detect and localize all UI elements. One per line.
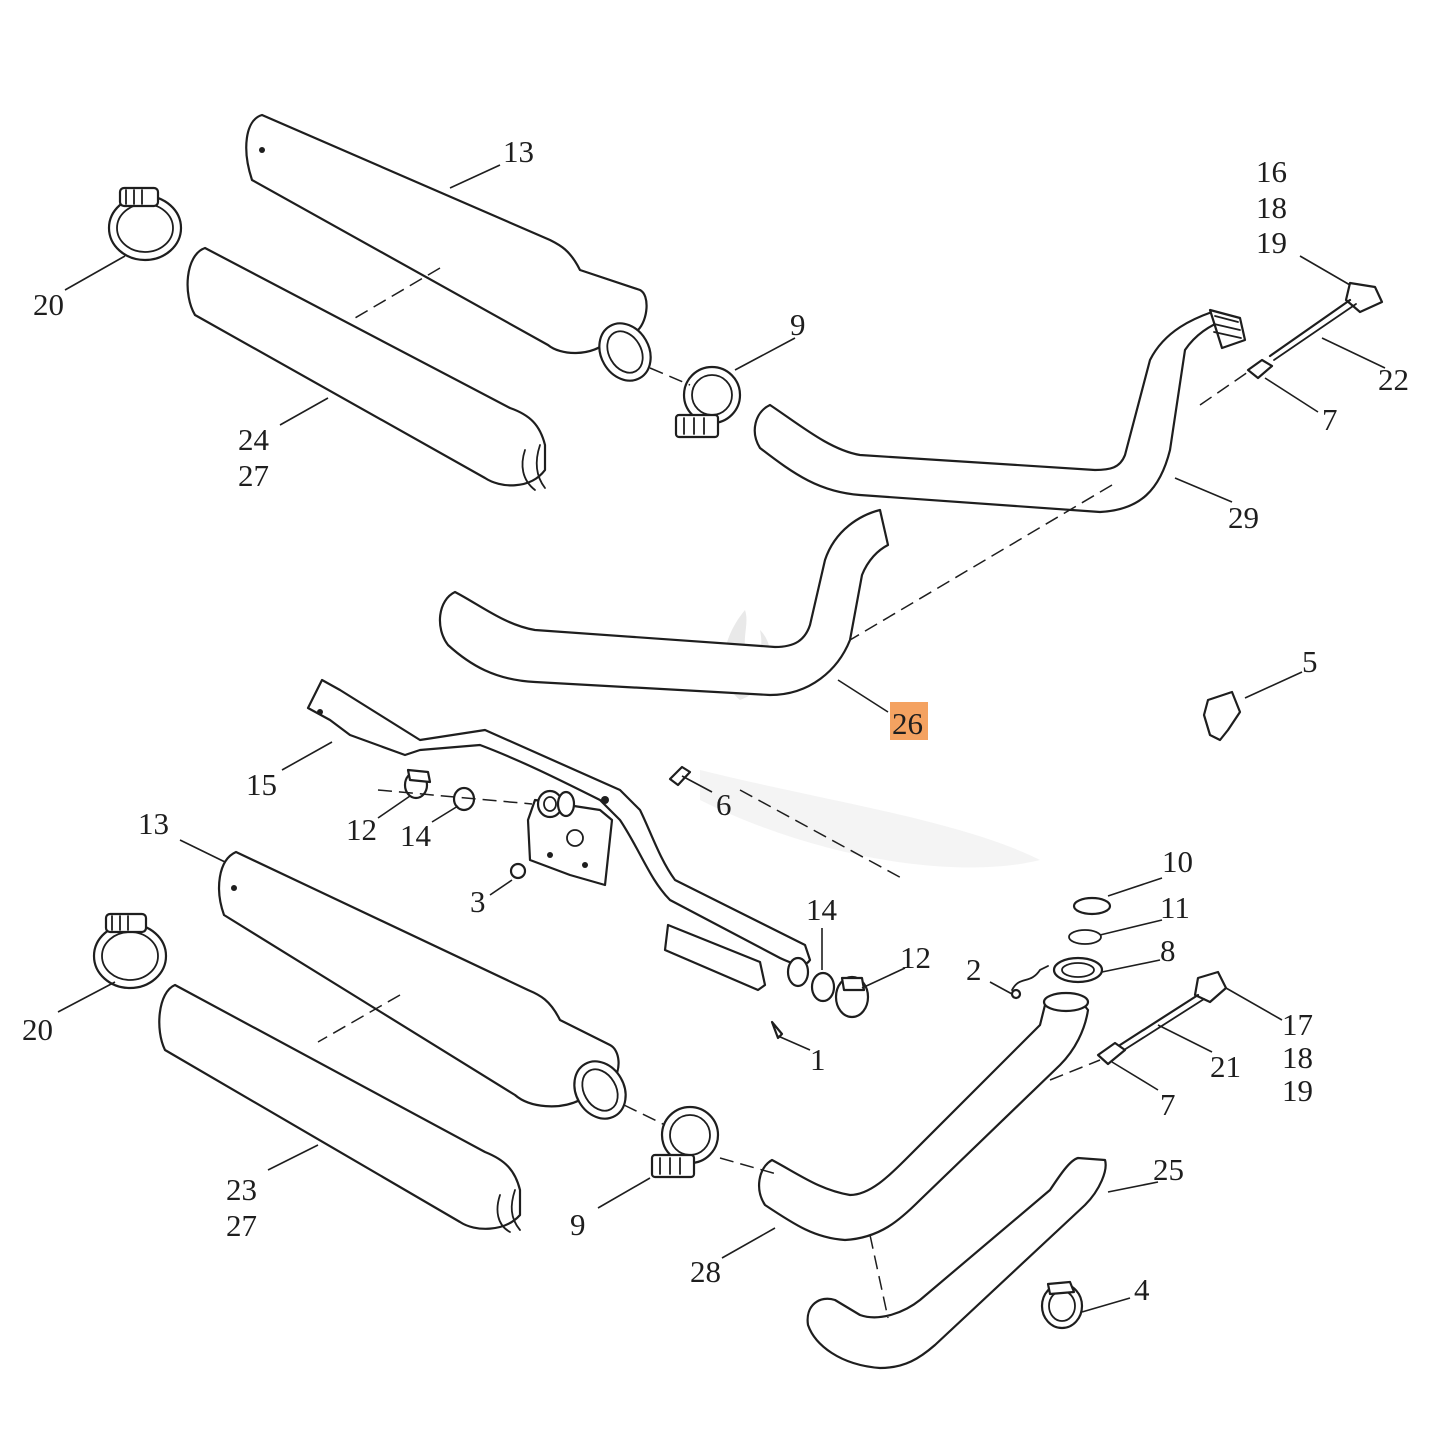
upper-heat-shield	[186, 246, 547, 491]
callout-1: 1	[810, 1042, 826, 1077]
callout-16: 16	[1256, 154, 1287, 189]
callout-5: 5	[1302, 644, 1318, 679]
lower-muffler-clamp	[650, 1105, 720, 1179]
callout-29: 29	[1228, 500, 1259, 535]
leader-lines	[57, 164, 1386, 1313]
center-lines	[317, 267, 1249, 1319]
callout-23: 23	[226, 1172, 257, 1207]
mounting-bracket	[306, 678, 812, 992]
callout-13-lower: 13	[138, 806, 169, 841]
rear-header-pipe	[753, 308, 1247, 514]
upper-muffler	[245, 113, 652, 382]
callout-27-lower: 27	[226, 1208, 257, 1243]
callout-18-lower: 18	[1282, 1040, 1313, 1075]
crossover-clamp	[1040, 1280, 1084, 1330]
callout-13: 13	[503, 134, 534, 169]
callout-20-lower: 20	[22, 1012, 53, 1047]
callout-15: 15	[246, 767, 277, 802]
front-lower-header-pipe	[758, 991, 1090, 1242]
callout-11: 11	[1160, 890, 1190, 925]
upper-muffler-clamp	[674, 365, 742, 439]
callout-26: 26	[892, 706, 923, 741]
front-header-pipe	[438, 508, 890, 697]
callout-14-lower: 14	[806, 892, 838, 927]
gasket-rings	[1052, 896, 1112, 984]
callout-10: 10	[1162, 844, 1193, 879]
callout-24: 24	[238, 422, 270, 457]
callout-12: 12	[346, 812, 377, 847]
oxygen-sensor-front	[1096, 970, 1228, 1066]
lower-clamp	[92, 912, 168, 990]
callout-6: 6	[716, 787, 732, 822]
callout-27: 27	[238, 458, 269, 493]
callout-20: 20	[33, 287, 64, 322]
part-5-boot	[1202, 690, 1242, 742]
callout-28: 28	[690, 1254, 721, 1289]
small-hardware	[403, 765, 1049, 1040]
callout-7: 7	[1322, 402, 1338, 437]
callout-19: 19	[1256, 225, 1287, 260]
callout-19-lower: 19	[1282, 1073, 1313, 1108]
callout-12-lower: 12	[900, 940, 931, 975]
callout-8: 8	[1160, 933, 1176, 968]
callout-9-lower: 9	[570, 1207, 586, 1242]
callout-14: 14	[400, 818, 432, 853]
callout-labels: 13 20 9 24 27 16 18 19 22 7 29 26 5 15 6…	[22, 134, 1409, 1307]
callout-22: 22	[1378, 362, 1409, 397]
callout-25: 25	[1153, 1152, 1184, 1187]
upper-clamp	[107, 186, 183, 262]
callout-4: 4	[1134, 1272, 1150, 1307]
lower-muffler	[218, 850, 627, 1120]
callout-7-lower: 7	[1160, 1087, 1176, 1122]
lower-heat-shield	[158, 983, 522, 1233]
callout-18: 18	[1256, 190, 1287, 225]
oxygen-sensor-rear	[1246, 281, 1384, 380]
callout-3: 3	[470, 884, 486, 919]
highlight-box	[890, 702, 928, 740]
callout-2: 2	[966, 952, 982, 987]
callout-21: 21	[1210, 1049, 1241, 1084]
crossover-pipe	[806, 1156, 1107, 1370]
callout-9: 9	[790, 307, 806, 342]
callout-17: 17	[1282, 1007, 1313, 1042]
